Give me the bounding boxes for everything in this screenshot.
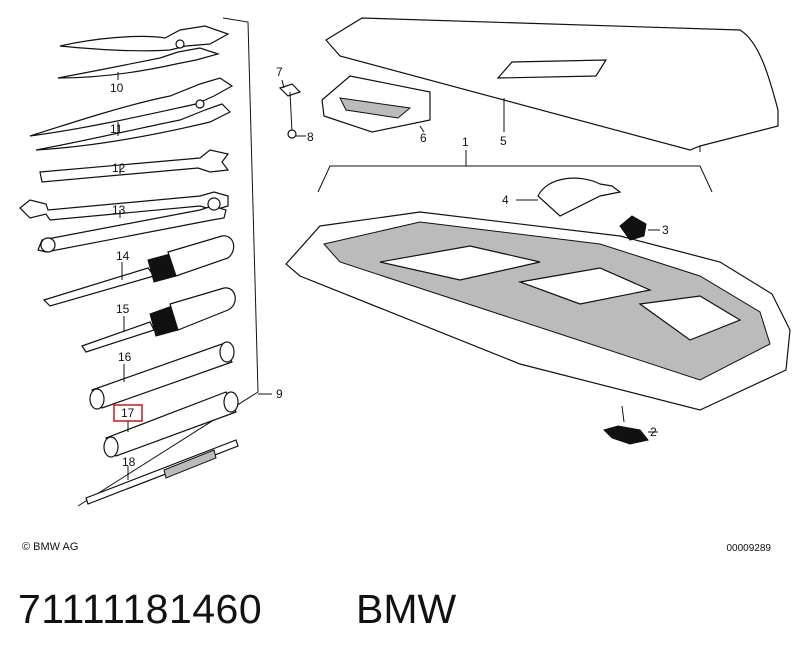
callout-13: 13 [112, 203, 126, 217]
callout-6: 6 [420, 131, 427, 145]
wing-nut-2 [603, 405, 658, 445]
copyright-notice: © BMW AG [22, 541, 79, 553]
callout-16: 16 [118, 350, 132, 364]
clip-7 [278, 83, 302, 97]
callout-12: 12 [112, 161, 126, 175]
pliers-10 [57, 25, 230, 79]
tool-tray-1 [285, 211, 791, 411]
pliers-11 [29, 77, 234, 151]
callout-2: 2 [650, 425, 657, 439]
callout-17-highlight [113, 404, 143, 422]
tool-set-bracket [77, 17, 272, 507]
callout-11: 11 [110, 122, 123, 136]
brand-name: BMW [356, 586, 457, 632]
screwdriver-15 [81, 287, 236, 353]
wrench-13 [19, 191, 229, 253]
leader-lines [117, 72, 505, 480]
callout-7: 7 [276, 65, 283, 79]
callout-10: 10 [110, 81, 124, 95]
screwdriver-14 [42, 235, 235, 307]
cover-plate-5 [325, 17, 779, 152]
callout-9: 9 [276, 387, 283, 401]
box-wrench-16 [89, 341, 235, 410]
wrench-12 [39, 149, 230, 183]
callout-18: 18 [122, 455, 136, 469]
component-6 [321, 75, 431, 133]
knob-3 [619, 215, 660, 241]
box-wrench-17 [103, 391, 239, 458]
tommy-bar-18 [85, 439, 239, 505]
screw-8 [287, 91, 297, 139]
callout-17: 17 [121, 406, 135, 420]
callout-8: 8 [307, 130, 314, 144]
exploded-parts-diagram: 10 11 12 13 14 15 16 17 18 9 7 8 6 5 1 4… [19, 17, 791, 507]
strap-4 [516, 177, 622, 217]
part-number: 71111181460 [18, 586, 263, 632]
callout-1: 1 [462, 135, 469, 149]
callout-15: 15 [116, 302, 130, 316]
drawing-number: 00009289 [726, 543, 772, 554]
tray-bracket-1 [317, 150, 713, 193]
callout-3: 3 [662, 223, 669, 237]
callout-5: 5 [500, 134, 507, 148]
callout-14: 14 [116, 249, 130, 263]
callout-4: 4 [502, 193, 509, 207]
